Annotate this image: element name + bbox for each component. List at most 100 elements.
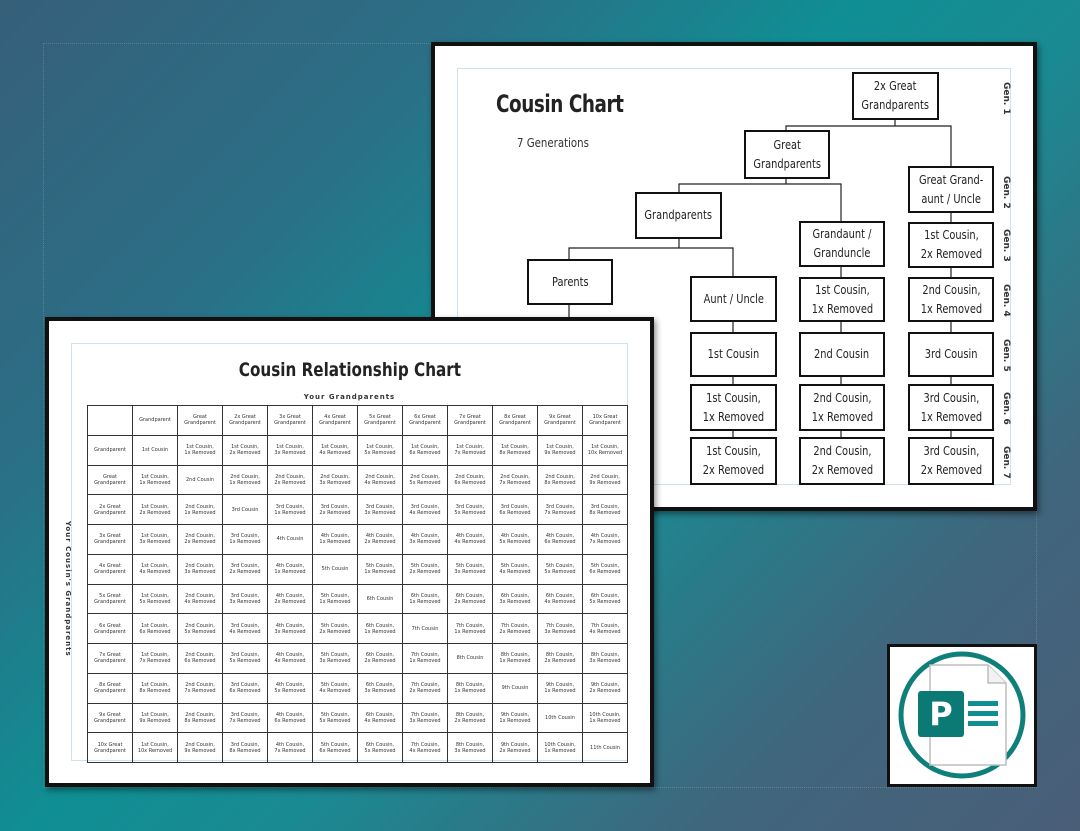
relationship-cell: 2nd Cousin, 8x Removed xyxy=(537,464,583,496)
relationship-cell: 4th Cousin, 1x Removed xyxy=(267,553,313,585)
column-header: 9x Great Grandparent xyxy=(537,405,583,436)
node-3rd-cousin: 3rd Cousin xyxy=(908,332,994,377)
relationship-cell: 8th Cousin, 1x Removed xyxy=(492,643,538,674)
gen-label-4: Gen. 4 xyxy=(1001,284,1011,317)
relationship-cell: 8th Cousin, 3x Removed xyxy=(447,732,493,763)
relationship-cell: 2nd Cousin, 3x Removed xyxy=(312,464,358,496)
relationship-cell: 2nd Cousin, 8x Removed xyxy=(177,702,223,734)
gen-label-2: Gen. 2 xyxy=(1001,176,1011,209)
row-header: Grandparent xyxy=(87,434,133,466)
relationship-cell: 2nd Cousin, 7x Removed xyxy=(492,464,538,496)
relationship-cell: 3rd Cousin, 3x Removed xyxy=(222,583,268,615)
gen-label-5: Gen. 5 xyxy=(1001,339,1011,372)
relationship-cell: 2nd Cousin, 2x Removed xyxy=(177,524,223,555)
row-header: 6x Great Grandparent xyxy=(87,613,133,644)
relationship-cell: 4th Cousin, 4x Removed xyxy=(267,643,313,674)
relationship-cell: 7th Cousin, 3x Removed xyxy=(537,613,583,644)
relationship-cell: 3rd Cousin xyxy=(222,494,268,525)
relationship-cell: 2nd Cousin, 6x Removed xyxy=(447,464,493,496)
relationship-cell: 1st Cousin, 6x Removed xyxy=(132,613,178,644)
row-header: 8x Great Grandparent xyxy=(87,672,133,704)
relationship-cell: 2nd Cousin, 3x Removed xyxy=(177,553,223,585)
column-header: Great Grandparent xyxy=(177,405,223,436)
relationship-cell: 1st Cousin, 9x Removed xyxy=(132,702,178,734)
relationship-cell: 1st Cousin, 4x Removed xyxy=(132,553,178,585)
relationship-cell: 1st Cousin, 3x Removed xyxy=(132,524,178,555)
relationship-cell: 1st Cousin, 5x Removed xyxy=(357,434,403,466)
relationship-cell: 1st Cousin, 10x Removed xyxy=(582,434,628,466)
relationship-cell: 3rd Cousin, 8x Removed xyxy=(582,494,628,525)
relationship-cell: 4th Cousin, 5x Removed xyxy=(492,524,538,555)
relationship-cell: 6th Cousin, 3x Removed xyxy=(357,672,403,704)
relationship-cell: 9th Cousin xyxy=(492,672,538,704)
relationship-cell: 7th Cousin, 2x Removed xyxy=(402,672,448,704)
relationship-cell: 5th Cousin, 1x Removed xyxy=(312,583,358,615)
tree-connector-lines xyxy=(568,120,952,437)
node-great-grand-aunt-uncle: Great Grand- aunt / Uncle xyxy=(908,166,994,213)
relationship-cell: 3rd Cousin, 1x Removed xyxy=(267,494,313,525)
relationship-chart-title: Cousin Relationship Chart xyxy=(238,359,461,381)
relationship-cell: 3rd Cousin, 6x Removed xyxy=(222,672,268,704)
column-header: 5x Great Grandparent xyxy=(357,405,403,436)
column-header: 4x Great Grandparent xyxy=(312,405,358,436)
node-1st-cousin-2x-removed: 1st Cousin, 2x Removed xyxy=(690,437,777,485)
relationship-cell: 2nd Cousin, 7x Removed xyxy=(177,672,223,704)
relationship-cell: 1st Cousin, 6x Removed xyxy=(402,434,448,466)
node-1st-cousin-1x-removed-b: 1st Cousin, 1x Removed xyxy=(690,384,777,431)
relationship-cell: 4th Cousin, 7x Removed xyxy=(267,732,313,763)
relationship-cell: 3rd Cousin, 6x Removed xyxy=(492,494,538,525)
relationship-cell: 7th Cousin, 4x Removed xyxy=(582,613,628,644)
relationship-cell: 6th Cousin, 2x Removed xyxy=(447,583,493,615)
relationship-cell: 2nd Cousin, 4x Removed xyxy=(357,464,403,496)
row-header: 2x Great Grandparent xyxy=(87,494,133,525)
relationship-cell: 5th Cousin xyxy=(312,553,358,585)
relationship-cell: 11th Cousin xyxy=(582,732,628,763)
relationship-cell: 4th Cousin, 6x Removed xyxy=(267,702,313,734)
node-parents: Parents xyxy=(527,259,613,305)
node-grandaunt-granduncle: Grandaunt / Granduncle xyxy=(799,221,885,267)
relationship-table: Grandparent Great Grandparent 2x Great Gra… xyxy=(87,405,628,763)
relationship-cell: 3rd Cousin, 3x Removed xyxy=(357,494,403,525)
column-header: 6x Great Grandparent xyxy=(402,405,448,436)
relationship-cell: 2nd Cousin, 4x Removed xyxy=(177,583,223,615)
row-header: 10x Great Grandparent xyxy=(87,732,133,763)
relationship-cell: 3rd Cousin, 5x Removed xyxy=(447,494,493,525)
column-header: 8x Great Grandparent xyxy=(492,405,538,436)
relationship-cell: 3rd Cousin, 7x Removed xyxy=(222,702,268,734)
relationship-cell: 8th Cousin, 3x Removed xyxy=(582,643,628,674)
relationship-cell: 2nd Cousin, 6x Removed xyxy=(177,643,223,674)
cousin-relationship-sheet: Cousin Relationship Chart Your Grandpare… xyxy=(45,317,654,787)
relationship-cell: 2nd Cousin xyxy=(177,464,223,496)
relationship-cell: 6th Cousin xyxy=(357,583,403,615)
relationship-cell: 4th Cousin, 3x Removed xyxy=(267,613,313,644)
relationship-cell: 4th Cousin, 3x Removed xyxy=(402,524,448,555)
relationship-cell: 6th Cousin, 5x Removed xyxy=(582,583,628,615)
relationship-cell: 4th Cousin, 2x Removed xyxy=(357,524,403,555)
relationship-cell: 7th Cousin xyxy=(402,613,448,644)
relationship-cell: 5th Cousin, 5x Removed xyxy=(312,702,358,734)
cousins-grandparents-label: Your Cousin's Grandparents xyxy=(64,521,72,657)
relationship-cell: 1st Cousin, 3x Removed xyxy=(267,434,313,466)
relationship-cell: 10th Cousin xyxy=(537,702,583,734)
node-3rd-cousin-1x-removed: 3rd Cousin, 1x Removed xyxy=(908,384,994,431)
relationship-cell: 1st Cousin, 1x Removed xyxy=(177,434,223,466)
relationship-cell: 1st Cousin, 8x Removed xyxy=(132,672,178,704)
relationship-cell: 2nd Cousin, 9x Removed xyxy=(177,732,223,763)
column-header: 3x Great Grandparent xyxy=(267,405,313,436)
relationship-cell: 1st Cousin, 5x Removed xyxy=(132,583,178,615)
table-corner-cell xyxy=(87,405,133,436)
tree-chart-subtitle: 7 Generations xyxy=(517,136,589,150)
relationship-cell: 1st Cousin, 1x Removed xyxy=(132,464,178,496)
relationship-cell: 4th Cousin, 4x Removed xyxy=(447,524,493,555)
relationship-cell: 1st Cousin, 2x Removed xyxy=(222,434,268,466)
relationship-cell: 3rd Cousin, 8x Removed xyxy=(222,732,268,763)
relationship-cell: 1st Cousin, 7x Removed xyxy=(447,434,493,466)
